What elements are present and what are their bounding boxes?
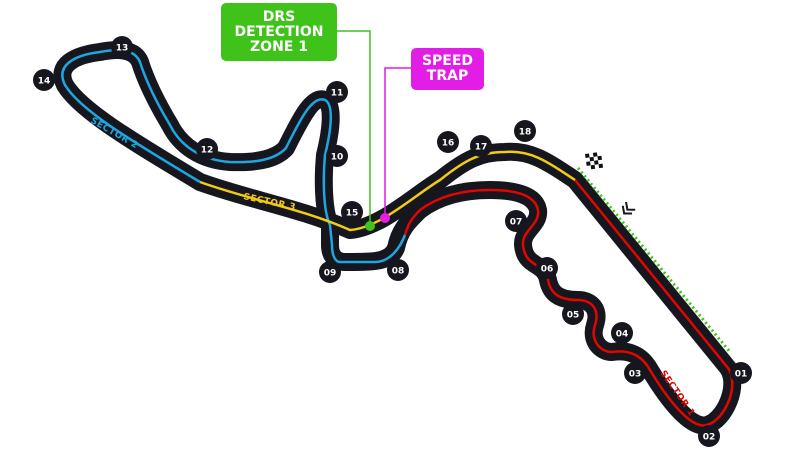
speed-trap-marker	[380, 213, 390, 223]
turn-number: 06	[541, 264, 554, 274]
turn-marker-15: 15	[341, 201, 363, 223]
turn-marker-07: 07	[505, 210, 527, 232]
turn-marker-03: 03	[624, 362, 646, 384]
drs-connector-line	[337, 30, 371, 226]
turn-circle	[536, 257, 558, 279]
turn-circle	[326, 145, 348, 167]
turn-circle	[514, 120, 536, 142]
turn-number: 15	[346, 208, 359, 218]
turn-marker-17: 17	[470, 135, 492, 157]
turn-marker-05: 05	[562, 303, 584, 325]
turn-circle	[196, 138, 218, 160]
turn-number: 16	[442, 138, 455, 148]
turn-circle	[437, 131, 459, 153]
turn-circle	[470, 135, 492, 157]
turn-marker-14: 14	[33, 69, 55, 91]
turn-number: 04	[616, 329, 629, 339]
drs-line-3: ZONE 1	[250, 38, 308, 55]
turn-marker-09: 09	[319, 261, 341, 283]
turn-circle	[505, 210, 527, 232]
turn-circle	[326, 81, 348, 103]
turn-marker-16: 16	[437, 131, 459, 153]
turn-marker-08: 08	[387, 259, 409, 281]
drs-line-1: DRS	[262, 8, 296, 25]
turn-marker-02: 02	[698, 425, 720, 447]
sector-3-line	[199, 150, 576, 232]
drs-detection-callout: DRS DETECTION ZONE 1	[221, 3, 337, 61]
drs-marker	[365, 221, 375, 231]
turn-number: 13	[116, 43, 129, 53]
turn-circle	[387, 259, 409, 281]
turn-marker-04: 04	[611, 322, 633, 344]
turn-marker-18: 18	[514, 120, 536, 142]
turn-number: 09	[324, 268, 337, 278]
speed-trap-line-2: TRAP	[426, 68, 469, 84]
turn-number: 01	[735, 369, 748, 379]
turn-number: 11	[331, 88, 344, 98]
turn-number: 08	[392, 266, 405, 276]
sector-2-line	[61, 48, 407, 264]
turn-marker-11: 11	[326, 81, 348, 103]
turn-number: 07	[510, 217, 523, 227]
turn-number: 05	[567, 310, 580, 320]
turn-markers: 01 02 03 04 05 06 07 08 09 10 11 12 13 14 15 16 17 18	[33, 36, 752, 447]
speed-trap-line-1: SPEED	[421, 53, 474, 69]
turn-marker-13: 13	[111, 36, 133, 58]
turn-circle	[624, 362, 646, 384]
turn-number: 17	[475, 142, 488, 152]
sector-1-line	[403, 179, 734, 427]
turn-number: 18	[519, 127, 532, 137]
turn-circle	[611, 322, 633, 344]
double-chevron-icon	[621, 201, 636, 215]
turn-marker-12: 12	[196, 138, 218, 160]
turn-marker-06: 06	[536, 257, 558, 279]
checkered-flag-icon	[585, 152, 604, 170]
turn-marker-10: 10	[326, 145, 348, 167]
speed-trap-callout: SPEED TRAP	[411, 48, 484, 90]
turn-circle	[698, 425, 720, 447]
turn-marker-01: 01	[730, 362, 752, 384]
turn-circle	[33, 69, 55, 91]
drs-line-2: DETECTION	[234, 23, 324, 40]
turn-number: 02	[703, 432, 716, 442]
turn-circle	[319, 261, 341, 283]
turn-circle	[562, 303, 584, 325]
speed-trap-connector-line	[384, 67, 411, 218]
turn-circle	[341, 201, 363, 223]
turn-circle	[111, 36, 133, 58]
turn-circle	[730, 362, 752, 384]
turn-number: 03	[629, 369, 642, 379]
turn-number: 10	[331, 152, 344, 162]
turn-number: 14	[38, 76, 51, 86]
turn-number: 12	[201, 145, 214, 155]
